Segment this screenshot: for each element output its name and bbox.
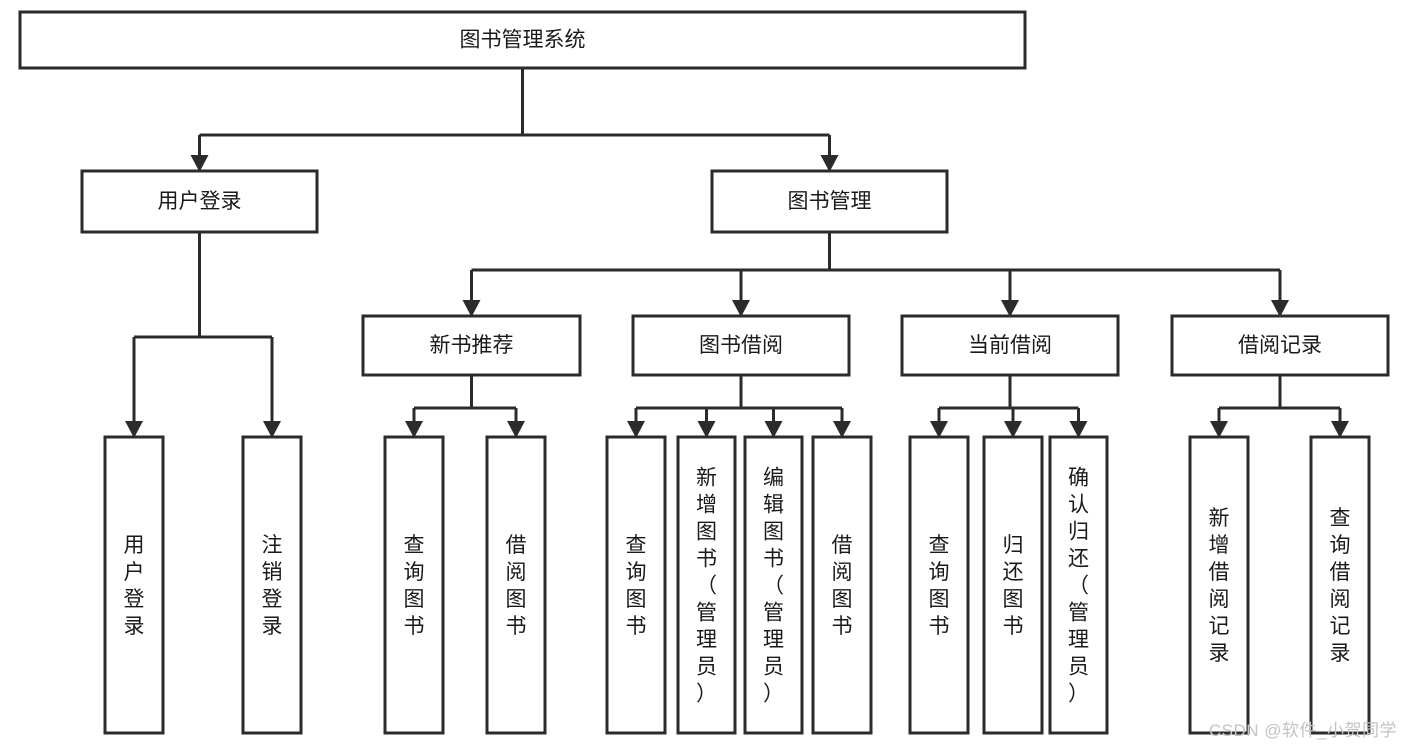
leaf-borrow-book-2-label: 借阅图书	[832, 534, 853, 638]
node-current-borrow[interactable]: 当前借阅	[900, 314, 1120, 377]
node-book-borrow-label: 图书借阅	[699, 334, 783, 357]
leaf-query-book-2-label: 查询图书	[626, 534, 647, 638]
node-root-book-management-system-label: 图书管理系统	[460, 29, 586, 52]
leaf-user-login-label: 用户登录	[124, 534, 145, 638]
leaf-add-borrow-record-label: 新增借阅记录	[1209, 507, 1230, 665]
leaf-edit-book-admin-box[interactable]	[743, 435, 804, 735]
leaf-user-login[interactable]: 用户登录	[103, 435, 165, 735]
leaf-borrow-book-1-box[interactable]	[485, 435, 547, 735]
node-borrow-record-label: 借阅记录	[1238, 334, 1322, 357]
leaf-logout-login-box[interactable]	[241, 435, 303, 735]
node-new-book-recommend-label: 新书推荐	[430, 334, 514, 357]
leaf-query-borrow-record-label: 查询借阅记录	[1330, 507, 1351, 665]
arrow-head-icon	[697, 421, 716, 438]
leaf-query-book-1-box[interactable]	[383, 435, 445, 735]
leaf-logout-login[interactable]: 注销登录	[241, 435, 303, 735]
arrow-head-icon	[263, 421, 281, 438]
leaf-user-login-box[interactable]	[103, 435, 165, 735]
leaf-query-book-3[interactable]: 查询图书	[908, 435, 970, 735]
arrow-head-icon	[1331, 421, 1349, 438]
leaf-return-book-label: 归还图书	[1003, 534, 1024, 638]
leaf-confirm-return-admin-label: 确认归还（管理员）	[1068, 467, 1089, 706]
leaf-query-book-1-label: 查询图书	[404, 534, 425, 638]
leaf-return-book[interactable]: 归还图书	[982, 435, 1044, 735]
connector-layer	[125, 68, 1349, 438]
node-root-book-management-system[interactable]: 图书管理系统	[18, 10, 1027, 70]
leaf-query-borrow-record-box[interactable]	[1309, 435, 1371, 735]
leaf-add-borrow-record-box[interactable]	[1188, 435, 1250, 735]
node-current-borrow-label: 当前借阅	[968, 334, 1052, 357]
arrow-head-icon	[190, 155, 209, 172]
leaf-confirm-return-admin-box[interactable]	[1048, 435, 1109, 735]
node-book-management-label: 图书管理	[788, 190, 872, 213]
arrow-head-icon	[833, 421, 851, 438]
arrow-head-icon	[405, 421, 423, 438]
node-new-book-recommend[interactable]: 新书推荐	[361, 314, 582, 377]
node-root-book-management-system-box[interactable]	[18, 10, 1027, 70]
leaf-query-book-3-box[interactable]	[908, 435, 970, 735]
arrow-head-icon	[1001, 300, 1019, 317]
node-new-book-recommend-box[interactable]	[361, 314, 582, 377]
leaf-borrow-book-2[interactable]: 借阅图书	[811, 435, 873, 735]
arrow-head-icon	[820, 155, 839, 172]
leaf-add-book-admin[interactable]: 新增图书（管理员）	[676, 435, 737, 735]
arrow-head-icon	[125, 421, 143, 438]
leaf-query-book-3-label: 查询图书	[929, 534, 950, 638]
leaf-borrow-book-2-box[interactable]	[811, 435, 873, 735]
leaf-query-borrow-record[interactable]: 查询借阅记录	[1309, 435, 1371, 735]
leaf-edit-book-admin[interactable]: 编辑图书（管理员）	[743, 435, 804, 735]
leaf-return-book-box[interactable]	[982, 435, 1044, 735]
arrow-head-icon	[732, 300, 750, 317]
leaf-add-book-admin-box[interactable]	[676, 435, 737, 735]
arrow-head-icon	[1069, 421, 1088, 438]
leaf-add-book-admin-label: 新增图书（管理员）	[696, 467, 717, 706]
node-current-borrow-box[interactable]	[900, 314, 1120, 377]
node-book-borrow[interactable]: 图书借阅	[631, 314, 851, 377]
node-book-management-box[interactable]	[710, 169, 949, 234]
arrow-head-icon	[462, 300, 481, 317]
arrow-head-icon	[930, 421, 948, 438]
node-user-login-label: 用户登录	[158, 190, 242, 213]
leaf-add-borrow-record[interactable]: 新增借阅记录	[1188, 435, 1250, 735]
leaf-borrow-book-1[interactable]: 借阅图书	[485, 435, 547, 735]
arrow-head-icon	[764, 421, 783, 438]
node-user-login[interactable]: 用户登录	[80, 169, 319, 234]
arrow-head-icon	[627, 421, 645, 438]
node-borrow-record-box[interactable]	[1170, 314, 1390, 377]
leaf-confirm-return-admin[interactable]: 确认归还（管理员）	[1048, 435, 1109, 735]
node-book-borrow-box[interactable]	[631, 314, 851, 377]
node-borrow-record[interactable]: 借阅记录	[1170, 314, 1390, 377]
arrow-head-icon	[1210, 421, 1228, 438]
arrow-head-icon	[1004, 421, 1022, 438]
node-layer: 图书管理系统用户登录图书管理新书推荐图书借阅当前借阅借阅记录用户登录注销登录查询…	[18, 10, 1390, 735]
leaf-edit-book-admin-label: 编辑图书（管理员）	[763, 467, 784, 706]
leaf-query-book-2[interactable]: 查询图书	[605, 435, 667, 735]
arrow-head-icon	[507, 421, 525, 438]
leaf-logout-login-label: 注销登录	[262, 534, 283, 638]
leaf-query-book-1[interactable]: 查询图书	[383, 435, 445, 735]
node-user-login-box[interactable]	[80, 169, 319, 234]
node-book-management[interactable]: 图书管理	[710, 169, 949, 234]
leaf-borrow-book-1-label: 借阅图书	[506, 534, 527, 638]
arrow-head-icon	[1271, 300, 1289, 317]
leaf-query-book-2-box[interactable]	[605, 435, 667, 735]
